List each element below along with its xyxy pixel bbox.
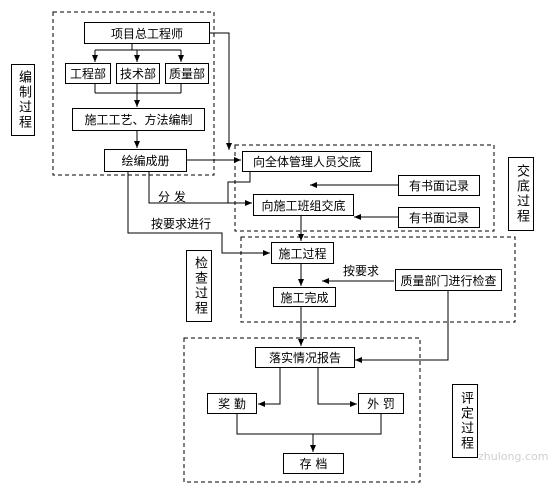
written-record-1-box: 有书面记录 xyxy=(398,175,480,196)
phase-label-compile: 编制过程 xyxy=(11,64,35,136)
inspect-region xyxy=(240,236,516,323)
brief-teams-box: 向施工班组交底 xyxy=(253,194,354,216)
chief-engineer-box: 项目总工程师 xyxy=(84,22,210,44)
engineering-dept-box: 工程部 xyxy=(65,63,111,84)
handover-region xyxy=(234,144,495,232)
process-method-box: 施工工艺、方法编制 xyxy=(72,108,205,131)
archive-box: 存 档 xyxy=(283,453,344,474)
phase-label-handover: 交底过程 xyxy=(508,157,534,231)
phase-label-evaluate: 评定过程 xyxy=(452,384,478,458)
phase-label-inspect: 检查过程 xyxy=(186,250,212,322)
quality-inspection-box: 质量部门进行检查 xyxy=(395,269,502,291)
phase-regions xyxy=(52,11,516,483)
construction-done-box: 施工完成 xyxy=(273,287,336,307)
compile-region xyxy=(52,11,215,176)
implementation-report-box: 落实情况报告 xyxy=(255,347,355,368)
watermark: zhulong.com xyxy=(478,450,549,463)
distribute-label: 分 发 xyxy=(158,190,186,204)
reward-box: 奖 勤 xyxy=(207,393,257,414)
quality-dept-box: 质量部 xyxy=(165,63,209,84)
penalty-box: 外 罚 xyxy=(358,393,404,414)
brief-managers-box: 向全体管理人员交底 xyxy=(242,151,372,172)
technical-dept-box: 技术部 xyxy=(116,63,160,84)
written-record-2-box: 有书面记录 xyxy=(398,207,480,228)
draw-booklet-box: 绘编成册 xyxy=(104,149,187,172)
as-required-label-2: 按要求 xyxy=(343,264,380,278)
evaluate-region xyxy=(183,337,421,483)
as-required-label-1: 按要求进行 xyxy=(151,217,212,231)
construction-process-box: 施工过程 xyxy=(271,242,334,264)
